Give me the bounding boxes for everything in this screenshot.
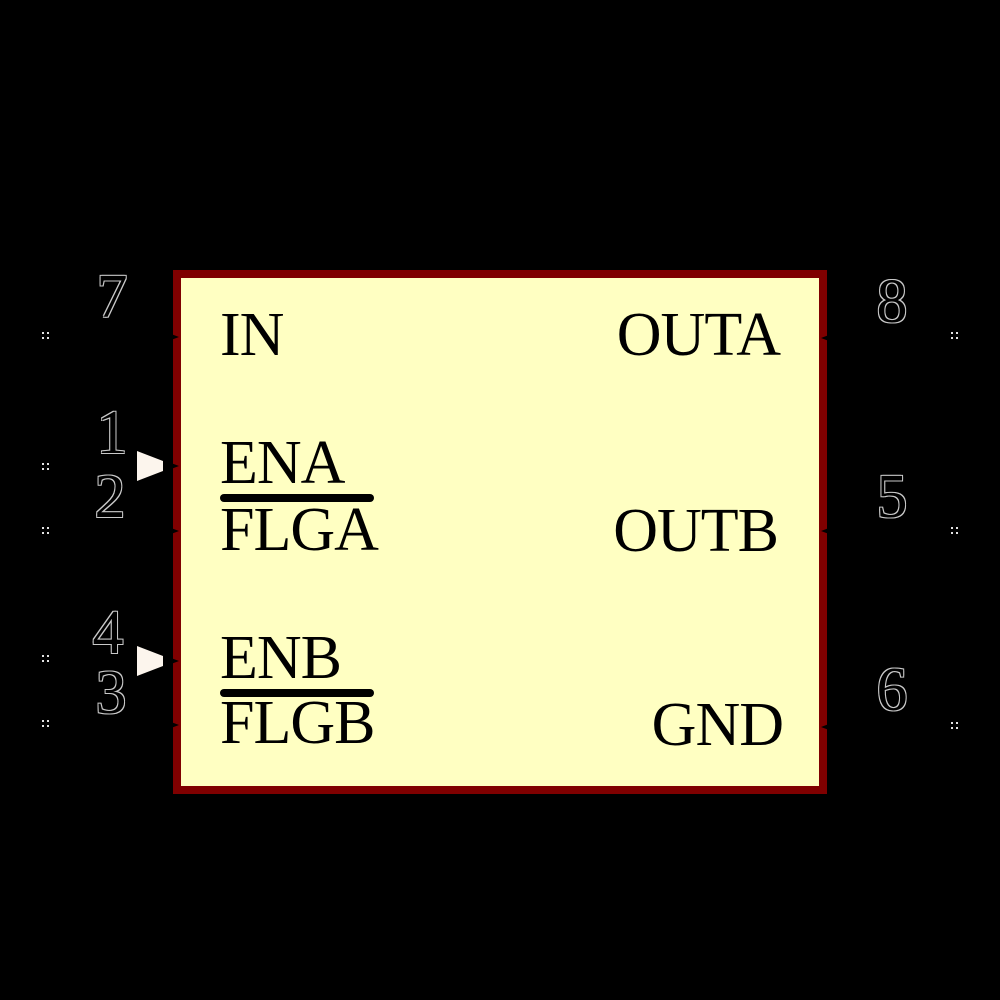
pin-endpoint-marker (42, 527, 44, 529)
pin-endpoint-marker (951, 722, 953, 724)
pin-endpoint-marker (42, 655, 44, 657)
pin-number-5: 5 (876, 463, 908, 531)
pin-label-ena: ENA (220, 429, 345, 497)
pin-endpoint-marker (951, 332, 953, 334)
pin-label-enb: ENB (220, 624, 342, 692)
pin-label-in: IN (220, 301, 284, 369)
flga-overline-bar (220, 494, 374, 502)
pin-number-6: 6 (876, 656, 908, 724)
pin-number-1: 1 (96, 399, 128, 467)
pin-label-outb: OUTB (613, 497, 779, 565)
pin-number-8: 8 (876, 268, 908, 336)
pin-number-2: 2 (94, 463, 126, 531)
pin-label-gnd: GND (651, 691, 784, 759)
pin-number-3: 3 (95, 659, 127, 727)
pin-label-outa: OUTA (616, 301, 781, 369)
pin-number-4: 4 (92, 599, 124, 667)
flgb-overline-bar (220, 689, 374, 697)
component-body (173, 270, 827, 794)
pin-label-flgb: FLGB (220, 689, 375, 757)
pin-endpoint-marker (951, 527, 953, 529)
pin-endpoint-marker (42, 463, 44, 465)
pin-label-flga: FLGA (220, 496, 379, 564)
pin-endpoint-marker (42, 720, 44, 722)
pin-endpoint-marker (42, 332, 44, 334)
pin-number-7: 7 (96, 263, 128, 331)
